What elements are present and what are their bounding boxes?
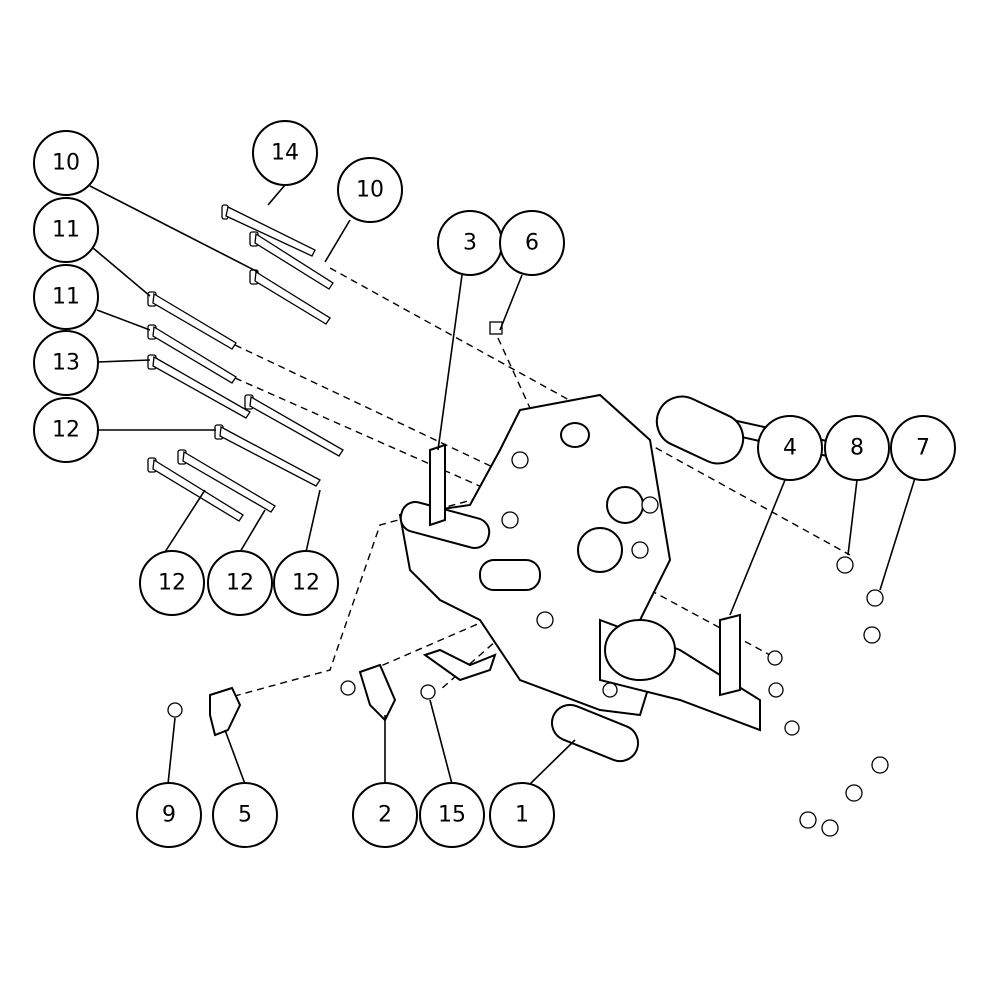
svg-text:11: 11 xyxy=(52,285,80,310)
callout-15: 15 xyxy=(419,782,485,848)
svg-text:2: 2 xyxy=(378,803,392,828)
svg-text:12: 12 xyxy=(226,571,254,596)
bolt-12a xyxy=(244,394,344,457)
svg-text:3: 3 xyxy=(463,231,477,256)
svg-text:9: 9 xyxy=(162,803,176,828)
callout-13: 13 xyxy=(33,330,99,396)
svg-text:12: 12 xyxy=(52,418,80,443)
svg-text:8: 8 xyxy=(850,436,864,461)
callout-12: 12 xyxy=(207,550,273,616)
svg-text:13: 13 xyxy=(52,351,80,376)
callout-11: 11 xyxy=(33,264,99,330)
svg-text:5: 5 xyxy=(238,803,252,828)
bolt-10a xyxy=(249,231,334,290)
callout-6: 6 xyxy=(499,210,565,276)
bolts xyxy=(147,204,344,522)
transaxle-housing xyxy=(398,393,846,763)
svg-text:12: 12 xyxy=(292,571,320,596)
leader-lines xyxy=(89,184,916,785)
callout-7: 7 xyxy=(890,415,956,481)
svg-text:14: 14 xyxy=(271,141,299,166)
key-6 xyxy=(489,321,503,335)
callout-10: 10 xyxy=(33,130,99,196)
callout-11: 11 xyxy=(33,197,99,263)
callout-4: 4 xyxy=(757,415,823,481)
bolt-13 xyxy=(147,354,251,419)
svg-text:7: 7 xyxy=(916,436,930,461)
callout-10: 10 xyxy=(337,157,403,223)
callout-12: 12 xyxy=(139,550,205,616)
nuts xyxy=(167,556,889,837)
svg-text:15: 15 xyxy=(438,803,466,828)
svg-text:10: 10 xyxy=(52,151,80,176)
callout-1: 1 xyxy=(489,782,555,848)
callout-12: 12 xyxy=(33,397,99,463)
callout-12: 12 xyxy=(273,550,339,616)
callout-9: 9 xyxy=(136,782,202,848)
bolt-11b xyxy=(147,324,237,384)
svg-text:4: 4 xyxy=(783,436,797,461)
bolt-12d xyxy=(177,449,276,513)
brackets xyxy=(429,321,741,697)
bolt-12b xyxy=(214,424,321,487)
bolt-14 xyxy=(221,204,316,257)
callout-3: 3 xyxy=(437,210,503,276)
bolt-11a xyxy=(147,291,237,350)
svg-text:11: 11 xyxy=(52,218,80,243)
callout-2: 2 xyxy=(352,782,418,848)
callout-14: 14 xyxy=(252,120,318,186)
arms xyxy=(209,648,497,737)
callout-8: 8 xyxy=(824,415,890,481)
svg-text:12: 12 xyxy=(158,571,186,596)
svg-text:10: 10 xyxy=(356,178,384,203)
callout-5: 5 xyxy=(212,782,278,848)
svg-text:6: 6 xyxy=(525,231,539,256)
bolt-12c xyxy=(147,457,244,522)
svg-text:1: 1 xyxy=(515,803,529,828)
